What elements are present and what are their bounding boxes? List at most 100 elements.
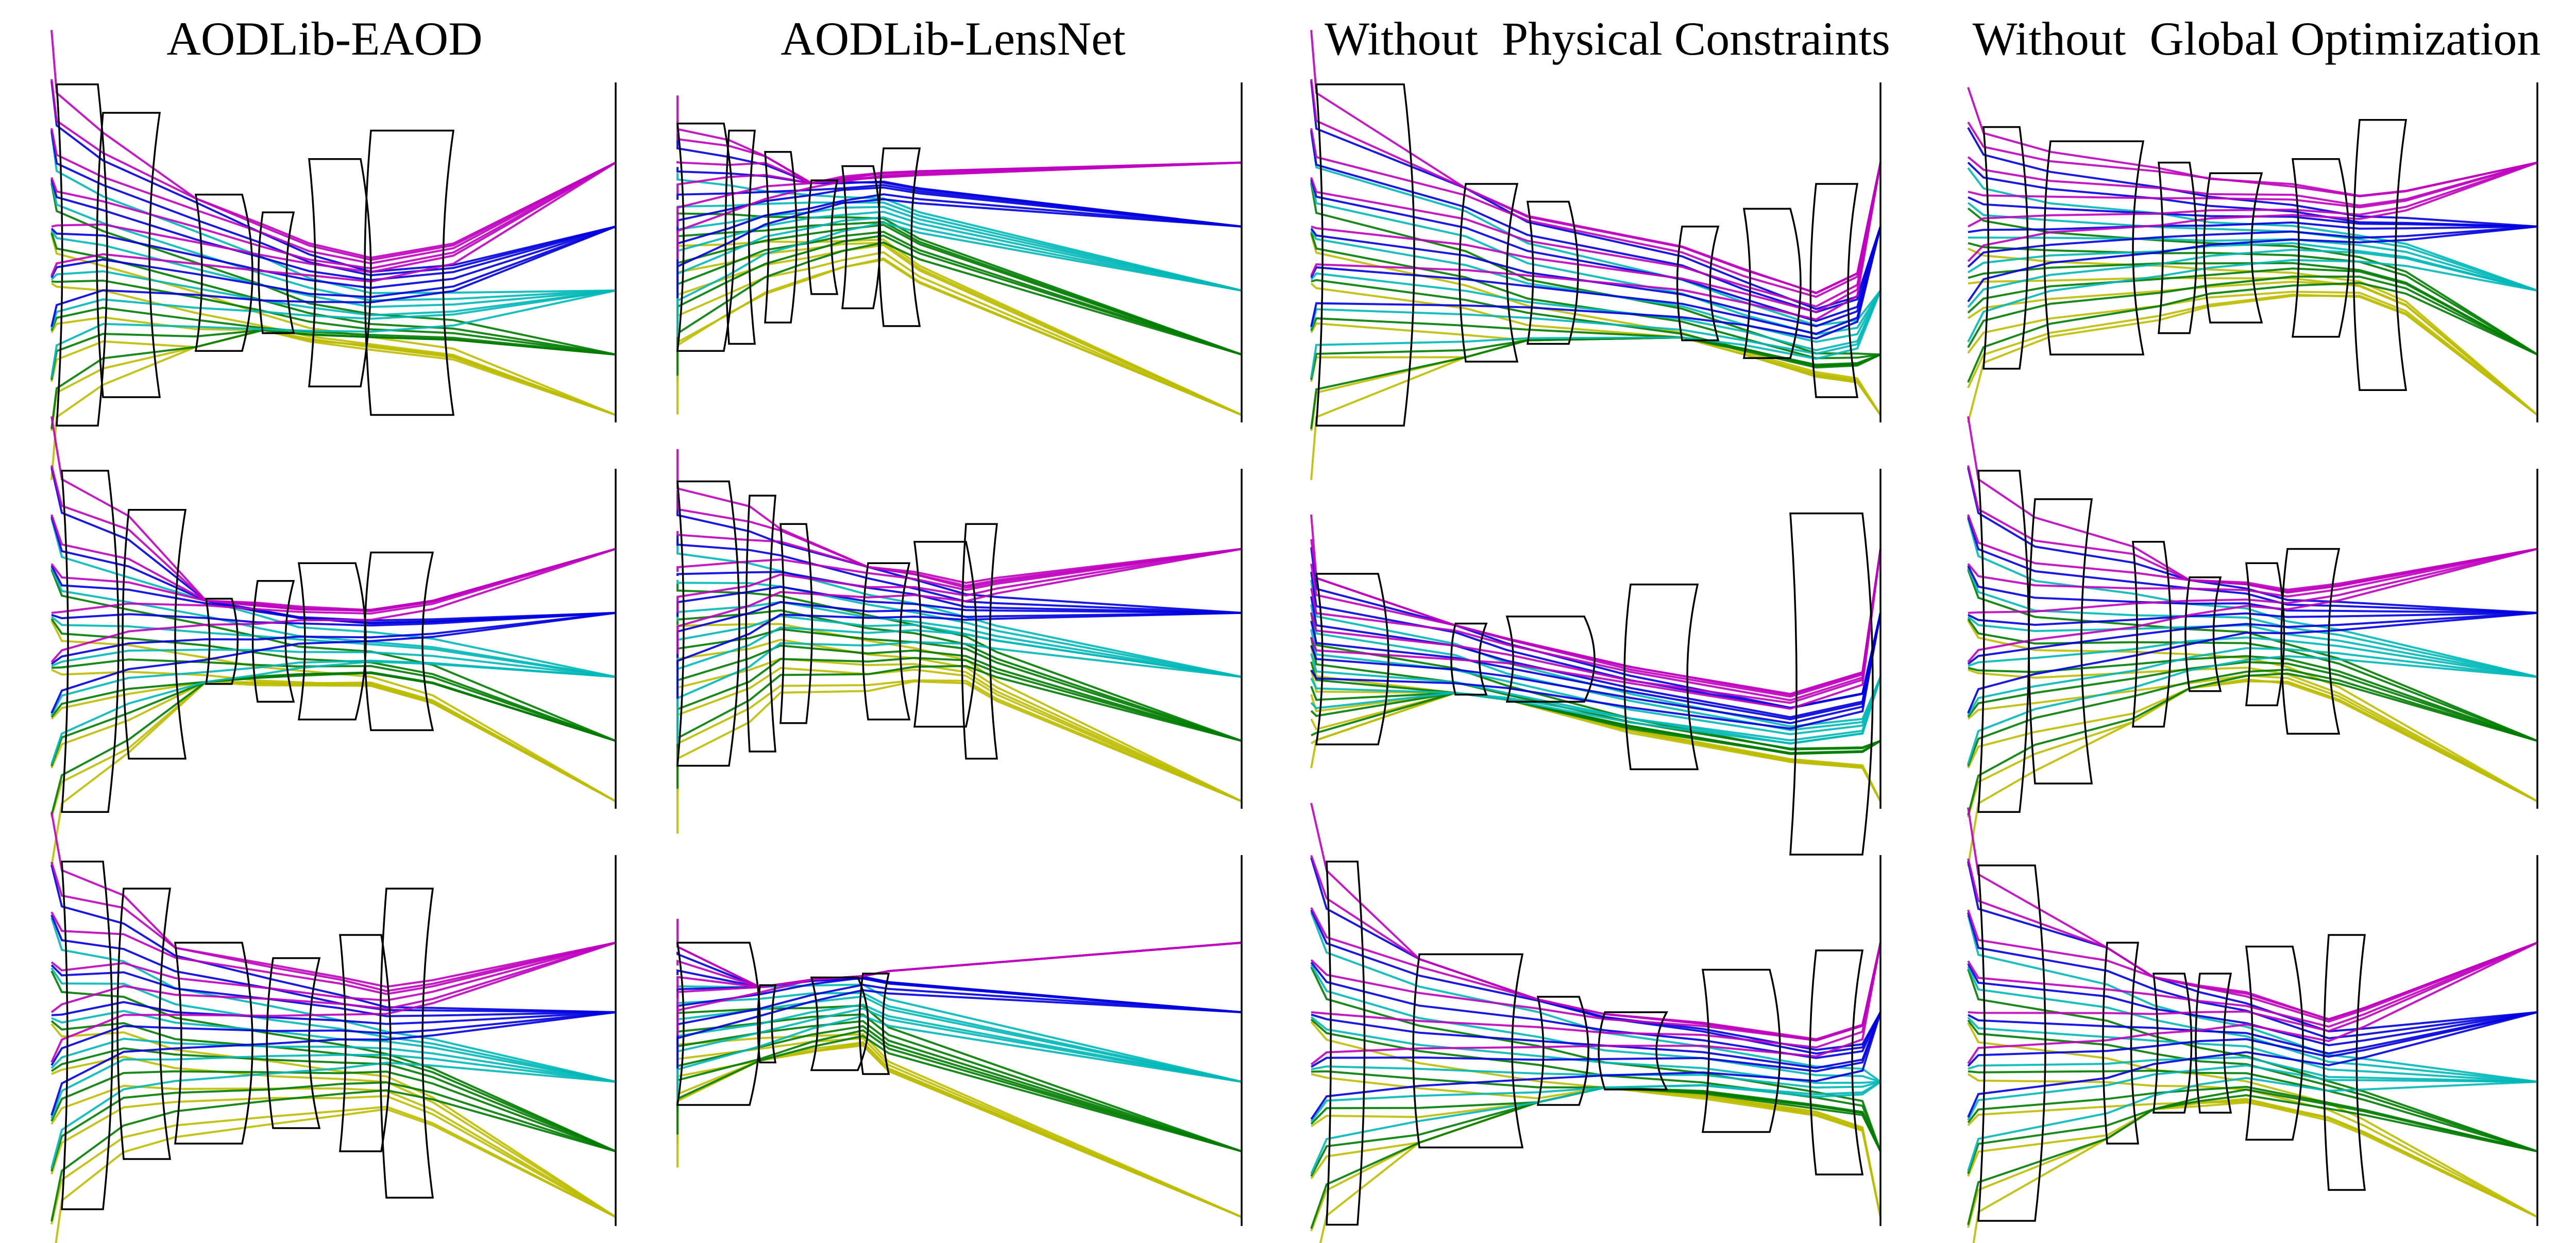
ray-path xyxy=(676,257,1242,416)
ray-path xyxy=(50,618,616,742)
ray-path xyxy=(1310,661,1882,755)
lens-element xyxy=(676,942,761,1106)
ray-path xyxy=(50,616,616,678)
ray-path xyxy=(1310,612,1882,724)
ray-path xyxy=(1310,549,1882,702)
ray-path xyxy=(1967,514,2538,593)
lens-element xyxy=(1623,583,1699,771)
ray-path xyxy=(51,669,616,803)
ray-path xyxy=(1968,161,2538,228)
lens-element xyxy=(2245,945,2304,1141)
ray-path xyxy=(1310,1021,1882,1217)
ray-path xyxy=(50,967,616,1083)
ray-path xyxy=(50,942,616,1013)
ray-path xyxy=(676,234,1242,356)
ray-path xyxy=(1968,161,2538,209)
ray-path xyxy=(1968,1069,2538,1152)
lens-panel-r1-c2 xyxy=(1310,469,1882,856)
ray-path xyxy=(1967,807,2538,1021)
lens-element xyxy=(266,957,321,1129)
ray-path xyxy=(676,1013,1242,1152)
ray-path xyxy=(1310,653,1882,742)
ray-path xyxy=(676,241,1242,376)
ray-path xyxy=(1310,81,1882,311)
ray-path xyxy=(1967,655,2538,765)
ray-path xyxy=(1967,1085,2538,1152)
lens-element xyxy=(2132,541,2172,728)
ray-path xyxy=(50,659,616,716)
ray-path xyxy=(676,95,1242,184)
ray-path xyxy=(676,548,1242,613)
lens-element xyxy=(861,562,911,721)
lens-panel-r2-c1 xyxy=(676,855,1243,1226)
ray-path xyxy=(1310,514,1882,695)
lens-element xyxy=(810,976,869,1071)
lens-element xyxy=(1977,864,2046,1222)
ray-path xyxy=(1967,291,2538,416)
ray-path xyxy=(50,942,616,1002)
ray-path xyxy=(676,679,1242,803)
ray-path xyxy=(1311,942,1882,1049)
lens-element xyxy=(1315,83,1415,427)
lens-element xyxy=(1742,208,1802,359)
lens-element xyxy=(1789,512,1874,856)
lens-element xyxy=(1809,949,1864,1176)
ray-path xyxy=(1310,226,1882,328)
ray-path xyxy=(1967,963,2538,1047)
ray-path xyxy=(50,518,616,678)
ray-path xyxy=(1967,611,2538,665)
ray-path xyxy=(676,184,1242,228)
ray-path xyxy=(1968,221,2538,233)
ray-path xyxy=(1968,262,2538,355)
ray-path xyxy=(676,657,1242,748)
ray-path xyxy=(676,665,1242,789)
column-title-aodlib-eaod: AODLib-EAOD xyxy=(166,12,483,65)
ray-path xyxy=(50,1105,616,1225)
ray-path xyxy=(50,161,616,270)
lens-element xyxy=(56,83,108,427)
ray-path xyxy=(1310,30,1882,295)
lens-panel-r1-c0 xyxy=(50,416,617,867)
lens-element xyxy=(174,942,253,1145)
ray-path xyxy=(1967,127,2538,228)
ray-path xyxy=(1968,548,2538,614)
ray-path xyxy=(1310,234,1882,416)
lens-element xyxy=(364,551,434,731)
ray-path xyxy=(1968,655,2538,742)
lens-element xyxy=(96,112,161,398)
lens-element xyxy=(2323,934,2366,1191)
ray-path xyxy=(1967,259,2538,343)
lens-element xyxy=(61,860,113,1211)
lens-element xyxy=(1982,126,2029,370)
ray-path xyxy=(1310,79,1882,294)
ray-path xyxy=(1310,612,1882,721)
ray-path xyxy=(50,225,616,327)
ray-path xyxy=(1967,161,2538,262)
ray-path xyxy=(50,329,616,480)
lens-element xyxy=(2195,973,2232,1114)
ray-path xyxy=(50,128,616,265)
ray-path xyxy=(1310,226,1882,335)
ray-path xyxy=(1967,1064,2538,1120)
ray-path xyxy=(676,216,1242,304)
ray-path xyxy=(50,79,616,259)
ray-path xyxy=(1967,294,2538,416)
ray-path xyxy=(1310,1012,1882,1120)
ray-path xyxy=(1310,676,1882,745)
ray-path xyxy=(50,161,617,283)
ray-path xyxy=(676,1020,1242,1152)
ray-path xyxy=(1310,1086,1882,1177)
ray-path xyxy=(1310,596,1882,719)
ray-path xyxy=(1310,961,1882,1059)
lens-element xyxy=(745,495,776,753)
ray-path xyxy=(1968,667,2538,803)
ray-path xyxy=(1310,942,1882,1066)
lens-element xyxy=(2184,576,2222,692)
ray-path xyxy=(50,1011,616,1116)
ray-path xyxy=(676,601,1242,658)
ray-path xyxy=(1967,647,2538,716)
lens-element xyxy=(757,984,777,1064)
ray-path xyxy=(1967,1088,2538,1174)
ray-path xyxy=(676,548,1242,591)
lens-element xyxy=(1701,968,1781,1133)
